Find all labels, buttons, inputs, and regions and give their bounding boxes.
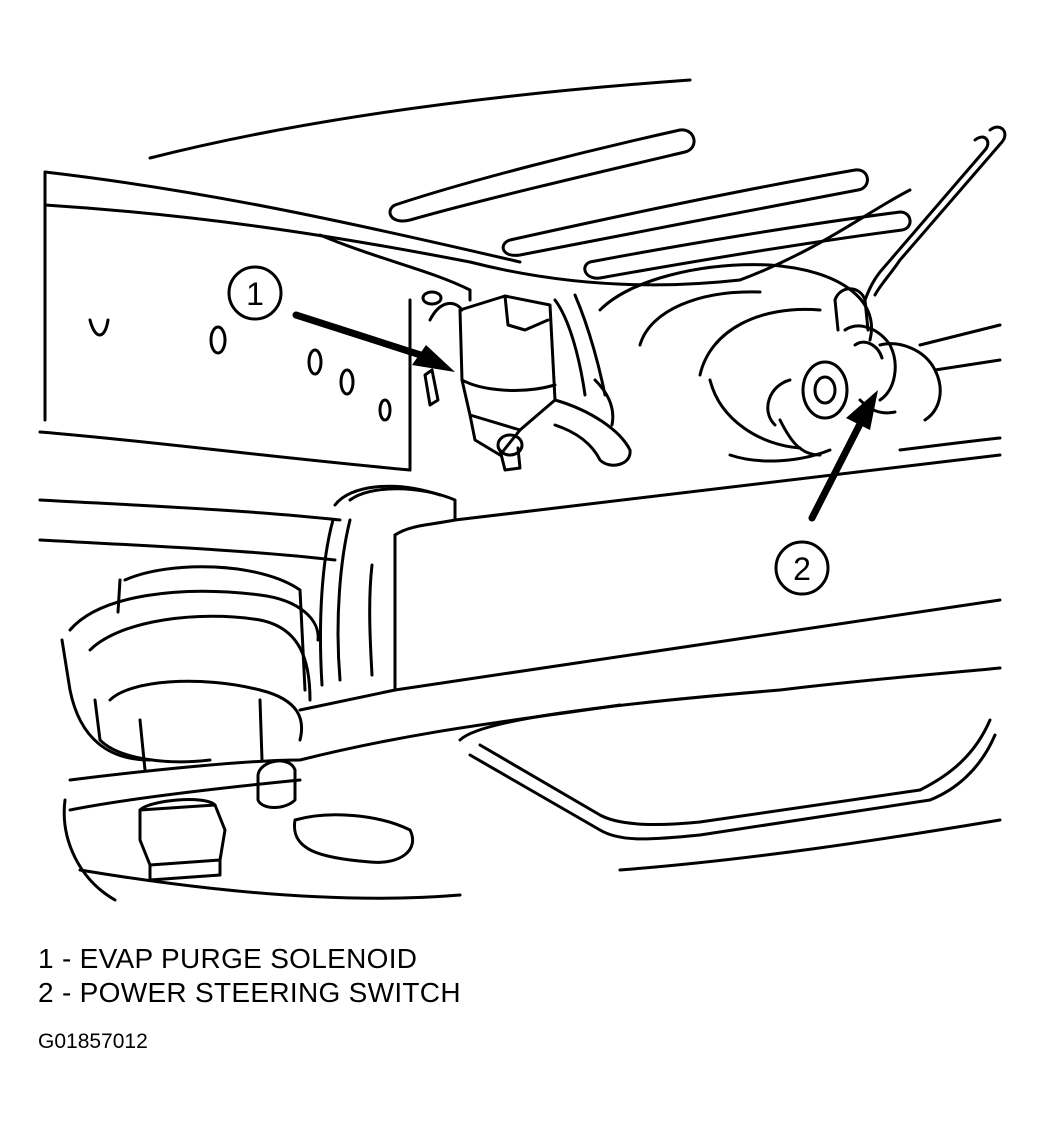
figure-id: G01857012	[38, 1030, 148, 1053]
upper-body-panel	[43, 78, 912, 422]
lower-bracket-bolt	[62, 758, 414, 902]
left-bushing	[60, 565, 320, 772]
callout-2: 2	[774, 390, 878, 596]
callout-1: 1	[227, 265, 455, 372]
engine-bay-illustration: 1 2	[38, 78, 1007, 902]
callout-1-number: 1	[246, 276, 264, 312]
callout-2-number: 2	[793, 551, 811, 587]
pump-pulley	[598, 263, 873, 463]
parts-legend: 1 - EVAP PURGE SOLENOID 2 - POWER STEERI…	[38, 942, 461, 1010]
panel-slots	[388, 128, 912, 280]
evap-purge-solenoid	[423, 293, 632, 472]
power-steering-switch	[833, 125, 1007, 452]
legend-item-2: 2 - POWER STEERING SWITCH	[38, 977, 461, 1008]
left-bracket	[38, 233, 472, 472]
callout-1-arrowhead	[412, 345, 455, 372]
legend-item-1: 1 - EVAP PURGE SOLENOID	[38, 943, 418, 974]
cross-member	[38, 453, 1002, 762]
lower-frame-rail	[78, 666, 1002, 900]
callout-2-arrowhead	[846, 390, 878, 430]
